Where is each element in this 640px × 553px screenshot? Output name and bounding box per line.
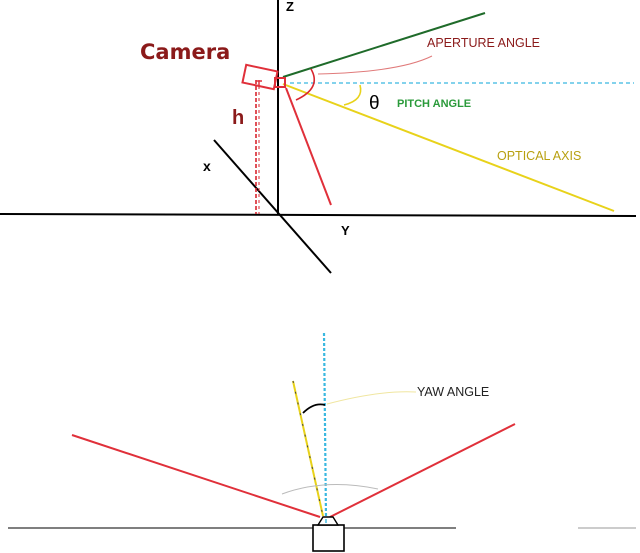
camera-top-icon — [312, 516, 345, 552]
aperture-lower-ray — [285, 87, 332, 206]
optical-axis-label: OPTICAL AXIS — [497, 149, 581, 163]
z-axis-label: Z — [286, 0, 294, 14]
yaw-direction-ray — [292, 380, 324, 517]
theta-symbol: θ — [369, 93, 380, 114]
vertical-reference-line — [322, 332, 328, 519]
yaw-angle-label: YAW ANGLE — [417, 385, 489, 399]
fov-arc — [281, 484, 379, 495]
pitch-angle-label: PITCH ANGLE — [397, 98, 471, 110]
optical-axis-ray — [282, 83, 615, 212]
x-axis-label: x — [203, 158, 211, 174]
fov-left-ray — [71, 434, 321, 518]
yaw-direction-ray-dashes — [292, 380, 324, 517]
yaw-label-leader — [326, 391, 417, 405]
side-view-diagram: Z Y x h Camera APERTURE ANGLE θ PI — [0, 0, 637, 274]
top-down-view-diagram: YAW ANGLE — [8, 332, 636, 552]
y-axis-line — [0, 213, 637, 217]
yaw-angle-arc — [302, 403, 326, 414]
fov-right-ray — [329, 423, 516, 518]
aperture-angle-arc — [295, 68, 315, 101]
x-axis-line — [213, 139, 332, 274]
pitch-angle-arc — [343, 84, 362, 106]
aperture-label-leader — [317, 55, 433, 75]
y-axis-label: Y — [341, 223, 350, 238]
aperture-angle-label: APERTURE ANGLE — [427, 36, 540, 50]
camera-label: Camera — [140, 40, 230, 64]
camera-icon — [241, 63, 286, 91]
aperture-upper-ray — [282, 12, 486, 78]
height-label: h — [232, 107, 244, 129]
